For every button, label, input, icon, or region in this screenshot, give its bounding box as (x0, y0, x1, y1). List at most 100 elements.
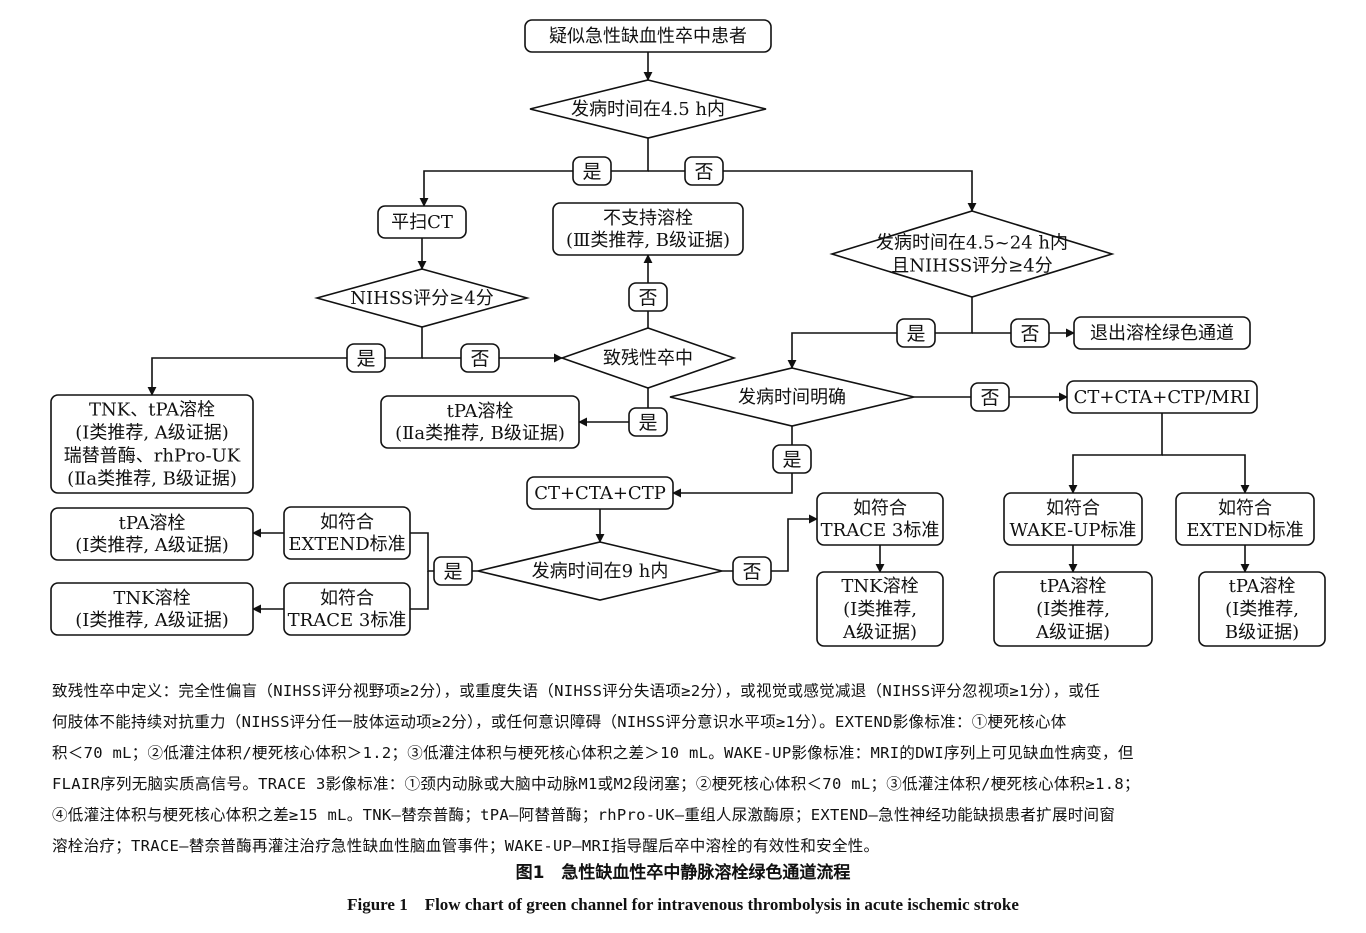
edge-label-text: 是 (356, 348, 375, 370)
edge-label-l-no-6: 否 (732, 556, 772, 586)
node-text: B级证据) (1225, 622, 1299, 643)
node-tpa-1a-left: tPA溶栓(Ⅰ类推荐, A级证据) (50, 507, 254, 561)
edge-label-l-yes-1: 是 (572, 156, 612, 186)
node-ct-cta-ctp: CT+CTA+CTP (526, 476, 674, 510)
node-text: 且NIHSS评分≥4分 (891, 256, 1052, 277)
node-text: 如符合 (1046, 498, 1100, 519)
node-text: 发病时间在4.5 h内 (571, 99, 725, 120)
node-d-disabling: 致残性卒中 (559, 327, 737, 389)
node-text: 如符合 (853, 498, 907, 519)
node-no-thrombo: 不支持溶栓(Ⅲ类推荐, B级证据) (552, 202, 744, 256)
node-text: 致残性卒中 (603, 348, 693, 369)
edge-label-text: 否 (1020, 323, 1039, 345)
edge-label-text: 是 (443, 561, 462, 583)
note-line: ④低灌注体积与梗死核心体积之差≥15 mL。TNK—替奈普酶；tPA—阿替普酶；… (52, 806, 1116, 824)
connector (1162, 454, 1250, 494)
connector (1068, 413, 1163, 494)
node-text: 平扫CT (391, 212, 453, 233)
node-text: TNK、tPA溶栓 (89, 400, 215, 421)
edge-label-l-yes-4: 是 (628, 407, 668, 437)
node-tpa-extend: tPA溶栓(Ⅰ类推荐,B级证据) (1198, 571, 1326, 647)
node-tpa-2a: tPA溶栓(Ⅱa类推荐, B级证据) (380, 395, 580, 449)
footnotes: 致残性卒中定义：完全性偏盲（NIHSS评分视野项≥2分），或重度失语（NIHSS… (52, 676, 1320, 862)
connector (648, 170, 977, 212)
node-text: 发病时间明确 (738, 387, 846, 408)
connector (410, 571, 429, 610)
node-text: tPA溶栓 (119, 513, 186, 534)
edge-label-text: 是 (582, 161, 601, 183)
node-text: (Ⅰ类推荐, (1036, 599, 1110, 620)
edge-label-text: 否 (742, 561, 761, 583)
node-start: 疑似急性缺血性卒中患者 (524, 19, 772, 53)
edge-label-l-yes-3: 是 (896, 318, 936, 348)
node-text: NIHSS评分≥4分 (350, 288, 493, 309)
node-text: (Ⅱa类推荐, B级证据) (395, 423, 565, 444)
node-text: (Ⅰ类推荐, A级证据) (75, 423, 229, 444)
node-text: (Ⅰ类推荐, (843, 599, 917, 620)
node-d-onset-clear: 发病时间明确 (669, 367, 915, 427)
edge-label-l-yes-6: 是 (433, 556, 473, 586)
node-text: TRACE 3标准 (821, 520, 940, 541)
node-text: (Ⅱa类推荐, B级证据) (67, 469, 237, 490)
node-text: 如符合 (1218, 498, 1272, 519)
node-tnk-tpa: TNK、tPA溶栓(Ⅰ类推荐, A级证据)瑞替普酶、rhPro-UK(Ⅱa类推荐… (50, 394, 254, 494)
node-text: (Ⅰ类推荐, A级证据) (75, 535, 229, 556)
node-d-9h: 发病时间在9 h内 (477, 541, 723, 601)
figure-caption-chinese: 图1 急性缺血性卒中静脉溶栓绿色通道流程 (515, 863, 851, 883)
node-text: EXTEND标准 (1186, 520, 1303, 541)
edge-label-text: 是 (782, 449, 801, 471)
node-text: 如符合 (320, 512, 374, 533)
edge-label-text: 否 (980, 387, 999, 409)
node-text: (Ⅰ类推荐, A级证据) (75, 610, 229, 631)
edge-label-text: 否 (470, 348, 489, 370)
node-text: tPA溶栓 (1229, 576, 1296, 597)
node-text: (Ⅰ类推荐, (1225, 599, 1299, 620)
figure-caption-english: Figure 1 Flow chart of green channel for… (347, 895, 1019, 914)
node-text: WAKE-UP标准 (1010, 520, 1137, 541)
node-text: TNK溶栓 (113, 588, 190, 609)
node-tnk-1a-right: TNK溶栓(Ⅰ类推荐,A级证据) (816, 571, 944, 647)
node-text: 如符合 (320, 588, 374, 609)
node-text: 发病时间在4.5~24 h内 (876, 233, 1068, 254)
note-line: FLAIR序列无脑实质高信号。TRACE 3影像标准：①颈内动脉或大脑中动脉M1… (52, 775, 1140, 793)
node-ct-plain: 平扫CT (377, 205, 467, 239)
edge-label-text: 是 (638, 412, 657, 434)
node-text: 瑞替普酶、rhPro-UK (64, 446, 241, 467)
edge-label-l-no-1: 否 (684, 156, 724, 186)
node-tnk-1a-left: TNK溶栓(Ⅰ类推荐, A级证据) (50, 582, 254, 636)
node-text: 退出溶栓绿色通道 (1090, 323, 1234, 344)
node-text: 不支持溶栓 (603, 208, 693, 229)
note-line: 何肢体不能持续对抗重力（NIHSS评分任一肢体运动项≥2分），或任何意识障碍（N… (52, 713, 1067, 731)
edge-label-l-no-4: 否 (1010, 318, 1050, 348)
node-text: 疑似急性缺血性卒中患者 (549, 26, 747, 47)
connector (787, 297, 973, 369)
node-text: tPA溶栓 (1040, 576, 1107, 597)
node-text: TNK溶栓 (841, 576, 918, 597)
node-text: CT+CTA+CTP (534, 483, 666, 504)
node-d-nihss: NIHSS评分≥4分 (313, 268, 531, 328)
edge-label-l-no-5: 否 (970, 382, 1010, 412)
node-text: EXTEND标准 (288, 534, 405, 555)
node-text: tPA溶栓 (447, 401, 514, 422)
connector (147, 327, 423, 396)
node-text: CT+CTA+CTP/MRI (1074, 387, 1251, 408)
node-ct-cta-ctp-mri: CT+CTA+CTP/MRI (1066, 380, 1258, 414)
edge-label-l-yes-2: 是 (346, 343, 386, 373)
note-line: 致残性卒中定义：完全性偏盲（NIHSS评分视野项≥2分），或重度失语（NIHSS… (52, 682, 1101, 700)
node-text: A级证据) (1035, 622, 1110, 643)
node-exit-channel: 退出溶栓绿色通道 (1073, 316, 1251, 350)
edge-label-l-yes-5: 是 (772, 444, 812, 474)
edge-label-l-no-2: 否 (628, 282, 668, 312)
edge-label-l-no-3: 否 (460, 343, 500, 373)
node-tpa-wakeup: tPA溶栓(Ⅰ类推荐,A级证据) (993, 571, 1153, 647)
note-line: 溶栓治疗；TRACE—替奈普酶再灌注治疗急性缺血性脑血管事件；WAKE-UP—M… (52, 837, 880, 855)
node-d-45h: 发病时间在4.5 h内 (529, 79, 767, 139)
edge-label-text: 否 (638, 287, 657, 309)
